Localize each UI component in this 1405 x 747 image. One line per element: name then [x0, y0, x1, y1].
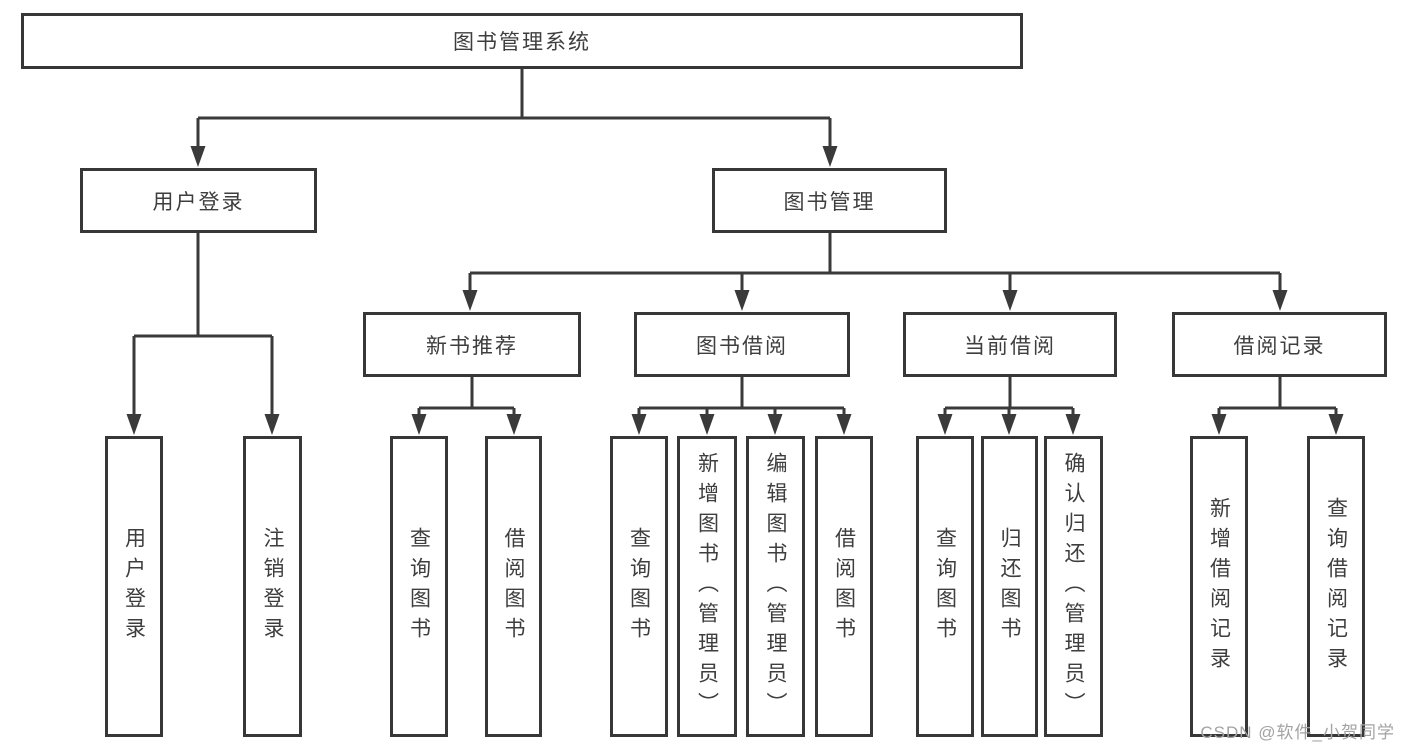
leaf-query-books-recommend: 查询图书 — [390, 436, 448, 737]
node-label: 查询借阅记录 — [1324, 496, 1348, 677]
node-new-book-recommend: 新书推荐 — [363, 312, 581, 377]
node-label: 编辑图书（管理员） — [764, 451, 787, 722]
node-label: 确认归还（管理员） — [1062, 451, 1085, 722]
node-book-borrowing: 图书借阅 — [634, 312, 850, 377]
leaf-borrow-books-borrowing: 借阅图书 — [815, 436, 873, 737]
node-label: 借阅图书 — [502, 526, 525, 647]
node-label: 借阅记录 — [1233, 334, 1326, 358]
leaf-add-borrow-record: 新增借阅记录 — [1190, 436, 1248, 737]
node-label: 归还图书 — [998, 526, 1021, 647]
arrowheads — [126, 146, 1344, 435]
node-borrowing-records: 借阅记录 — [1172, 312, 1387, 377]
leaf-query-books-current: 查询图书 — [916, 436, 974, 737]
node-label: 新增图书（管理员） — [695, 451, 719, 722]
node-label: 图书借阅 — [696, 334, 788, 358]
csdn-watermark: CSDN @软件_小贺同学 — [1200, 723, 1395, 742]
node-label: 注销登录 — [261, 526, 284, 647]
node-label: 新增借阅记录 — [1207, 496, 1231, 677]
leaf-query-books-borrowing: 查询图书 — [610, 436, 668, 737]
leaf-user-login: 用户登录 — [105, 436, 163, 737]
node-label: 查询图书 — [407, 526, 431, 647]
leaf-query-borrow-record: 查询借阅记录 — [1307, 436, 1365, 737]
node-label: 当前借阅 — [964, 334, 1056, 358]
node-book-management: 图书管理 — [712, 168, 947, 233]
leaf-edit-books-admin: 编辑图书（管理员） — [746, 436, 805, 737]
node-label: 用户登录 — [152, 190, 245, 214]
node-label: 图书管理系统 — [453, 31, 591, 54]
node-label: 借阅图书 — [832, 526, 856, 647]
node-label: 用户登录 — [122, 526, 146, 647]
node-label: 图书管理 — [783, 190, 876, 214]
leaf-confirm-return-admin: 确认归还（管理员） — [1044, 436, 1103, 737]
leaf-borrow-books-recommend: 借阅图书 — [485, 436, 542, 737]
leaf-add-books-admin: 新增图书（管理员） — [677, 436, 737, 737]
node-current-borrowing: 当前借阅 — [903, 312, 1117, 377]
node-label: 新书推荐 — [426, 334, 518, 358]
leaf-return-books: 归还图书 — [981, 436, 1038, 737]
leaf-logout-login: 注销登录 — [243, 436, 302, 737]
node-label: 查询图书 — [933, 526, 957, 647]
node-label: 查询图书 — [627, 526, 651, 647]
node-library-system: 图书管理系统 — [21, 13, 1023, 69]
node-user-login: 用户登录 — [80, 168, 317, 233]
